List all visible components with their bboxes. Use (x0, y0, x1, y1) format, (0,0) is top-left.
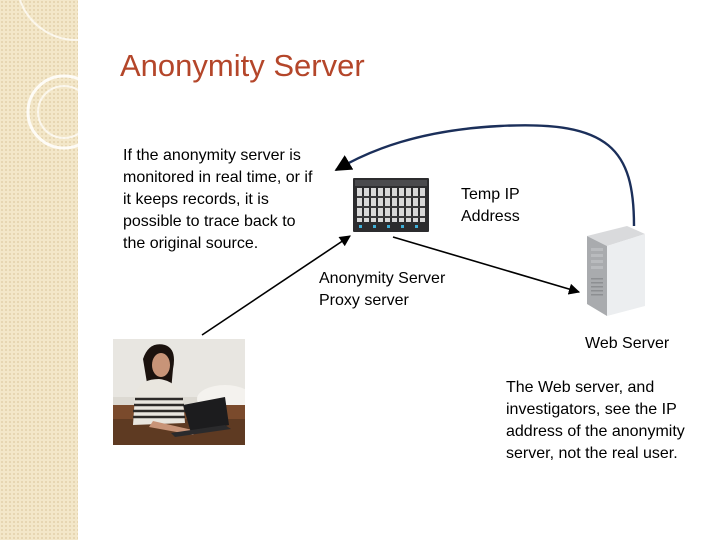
proxy-label-line1: Anonymity Server (319, 270, 446, 287)
proxy-label-line2: Proxy server (319, 292, 409, 309)
user-to-proxy-arrow (201, 235, 351, 336)
decorative-sidebar (0, 0, 78, 540)
web-server-label: Web Server (585, 335, 670, 352)
temp-ip-label-line1: Temp IP (461, 186, 520, 203)
temp-ip-label-line2: Address (461, 208, 520, 225)
server-rack-icon (353, 178, 429, 232)
decorative-circles (19, 0, 102, 150)
woman-with-laptop-photo (113, 339, 245, 445)
proxy-to-web-server-arrow (392, 236, 581, 295)
monitoring-explanation: If the anonymity server is monitored in … (123, 147, 313, 252)
web-server-explanation: The Web server, and investigators, see t… (506, 379, 685, 462)
tower-server-icon (587, 226, 645, 316)
slide-title: Anonymity Server (120, 48, 365, 83)
return-path-curve (334, 124, 636, 227)
